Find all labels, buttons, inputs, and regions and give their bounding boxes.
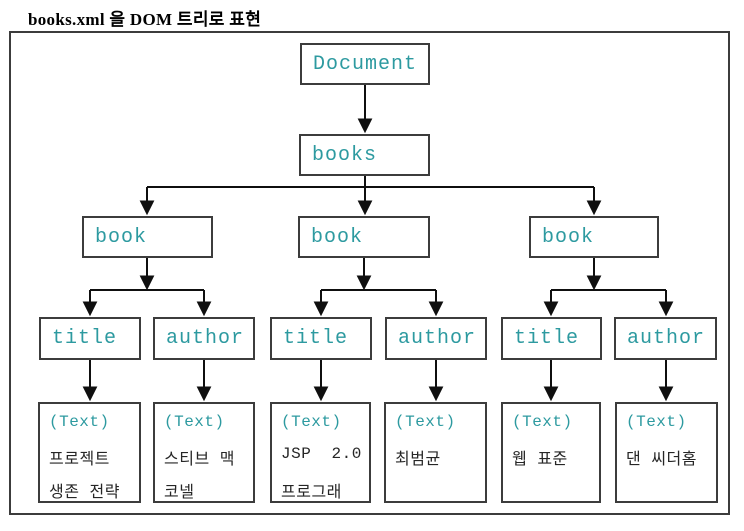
text-node-line: 코넬 [164,484,195,502]
node-books: books [299,134,430,176]
diagram-frame [9,31,730,515]
node-author-3: author [614,317,717,360]
leaf-text-author-1: (Text) 스티브 맥 코넬 [153,402,255,503]
text-node-line: 웹 표준 [512,451,568,469]
text-node-tag: (Text) [626,413,687,431]
node-author-1: author [153,317,255,360]
text-node-tag: (Text) [164,413,225,431]
leaf-text-title-1: (Text) 프로젝트 생존 전략 [38,402,141,503]
node-book-3: book [529,216,659,258]
node-title-2: title [270,317,372,360]
text-node-line: 생존 전략 [49,484,120,502]
leaf-text-author-3: (Text) 댄 씨더홈 [615,402,718,503]
node-book-2: book [298,216,430,258]
node-author-2: author [385,317,487,360]
leaf-text-title-3: (Text) 웹 표준 [501,402,601,503]
node-book-1: book [82,216,213,258]
text-node-tag: (Text) [395,413,456,431]
node-title-1: title [39,317,141,360]
text-node-line: JSP 2.0 [281,445,362,463]
text-node-line [626,478,714,511]
text-node-tag: (Text) [512,413,573,431]
node-title-3: title [501,317,602,360]
text-node-line [395,478,483,511]
text-node-line: 프로그래 [281,484,342,502]
text-node-line: 스티브 맥 [164,451,235,469]
leaf-text-title-2: (Text) JSP 2.0 프로그래 [270,402,371,503]
leaf-text-author-2: (Text) 최범균 [384,402,487,503]
node-document: Document [300,43,430,85]
text-node-tag: (Text) [49,413,110,431]
text-node-line [512,478,597,511]
diagram-title: books.xml 을 DOM 트리로 표현 [28,10,262,29]
text-node-line: 댄 씨더홈 [626,451,697,469]
text-node-line: 최범균 [395,451,441,469]
text-node-line: 프로젝트 [49,451,110,469]
text-node-tag: (Text) [281,413,342,431]
